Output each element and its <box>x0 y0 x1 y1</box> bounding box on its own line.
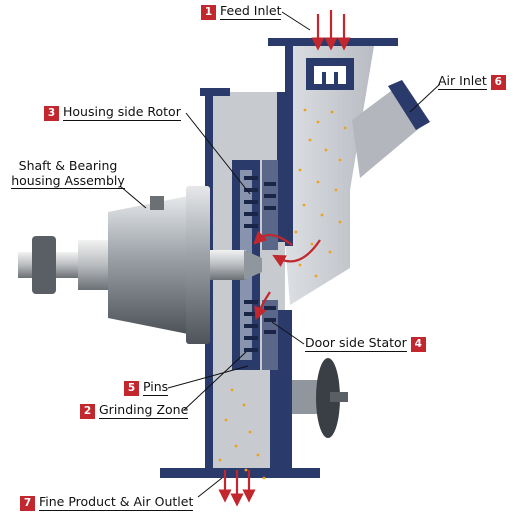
label-pins: 5 Pins <box>120 379 169 396</box>
manufacturer-logo-icon <box>306 58 354 90</box>
label-text: Grinding Zone <box>99 402 189 419</box>
label-door-side-stator: 4 Door side Stator <box>305 336 430 352</box>
label-housing-side-rotor: 3 Housing side Rotor <box>40 105 181 121</box>
label-text: Housing side Rotor <box>63 104 181 121</box>
pins <box>244 176 276 352</box>
label-air-inlet: 6 Air Inlet <box>438 74 510 90</box>
label-shaft-bearing-housing: Shaft & Bearing housing Assembly <box>8 158 128 189</box>
air-inlet-pipe <box>352 80 430 178</box>
label-number: 1 <box>201 4 216 20</box>
shaft-bearing-housing <box>18 186 262 344</box>
label-fine-product-air-outlet: 7 Fine Product & Air Outlet <box>16 494 194 511</box>
label-text: Door side Stator <box>305 335 407 352</box>
label-text-line-2: housing Assembly <box>11 173 125 189</box>
label-number: 7 <box>20 495 35 511</box>
label-number: 3 <box>44 105 59 121</box>
label-text: Fine Product & Air Outlet <box>39 494 194 511</box>
label-number: 2 <box>80 403 95 419</box>
label-number: 4 <box>410 336 426 352</box>
label-number: 6 <box>490 74 506 90</box>
label-feed-inlet: 1 Feed Inlet <box>197 3 282 20</box>
label-text-line-1: Shaft & Bearing <box>18 158 118 173</box>
door-handwheel <box>292 358 348 438</box>
label-text: Pins <box>143 379 169 396</box>
label-grinding-zone: 2 Grinding Zone <box>76 402 189 419</box>
label-text: Air Inlet <box>438 73 487 90</box>
leader-lines <box>119 11 441 498</box>
particles <box>218 108 347 480</box>
flow-arrows <box>218 10 351 507</box>
label-text: Feed Inlet <box>220 3 282 20</box>
label-number: 5 <box>124 380 139 396</box>
